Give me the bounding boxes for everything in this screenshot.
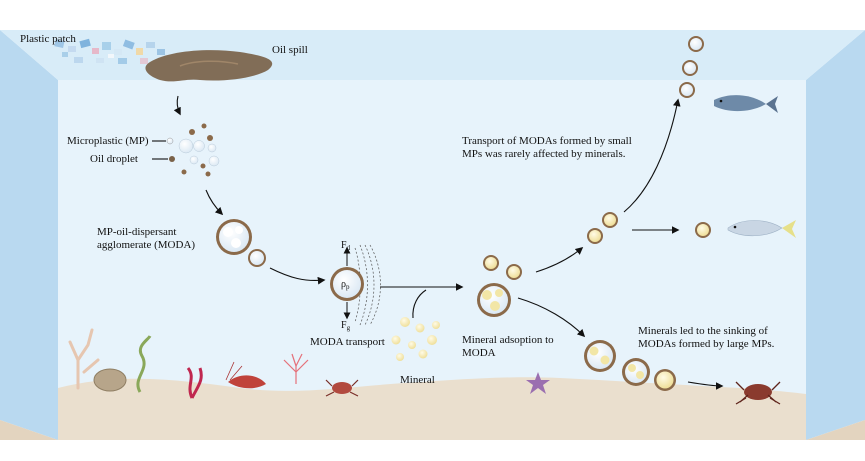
mineral-particles [391,317,440,361]
moda-transport-particle: Fd ρp Fg [330,240,381,332]
tank-right-wall [806,30,865,440]
label-microplastic: Microplastic (MP) [67,135,149,147]
label-adsorption-line1: Mineral adsoption to [462,334,554,346]
label-moda-transport: MODA transport [310,336,385,348]
moda-with-minerals-small [483,255,522,280]
shrimp [225,361,266,389]
seaweed-red [186,367,203,399]
plastic-patch [54,38,165,64]
sinking-modas [584,340,676,391]
sediment-floor [58,377,806,440]
arrow-mp-to-moda [205,189,224,216]
tank-back-wall [58,80,806,440]
water-surface [0,30,865,80]
arrow-surface-to-mp [173,95,181,116]
moda-small [248,249,266,267]
label-small-mp-line2: MPs was rarely affected by minerals. [462,148,626,160]
arrow-to-small-mp [535,247,584,273]
label-large-mp-line2: MODAs formed by large MPs. [638,338,775,350]
fish-middle [727,220,796,238]
label-moda-line2: agglomerate (MODA) [97,239,196,251]
mp-marker [166,137,174,145]
process-arrows [152,95,724,390]
arrow-to-crab [687,381,724,390]
oil-droplet-marker [169,156,175,162]
arrow-moda-to-transport [269,267,326,285]
rising-modas [587,36,711,244]
moda-with-minerals-large [477,283,511,317]
crab-right [735,381,781,405]
crab-left [325,379,359,397]
label-mineral: Mineral [400,374,435,386]
starfish [526,372,550,394]
force-gravity-label: Fg [341,320,351,332]
mp-oil-particles [166,123,220,177]
arrow-to-sinking [517,297,586,338]
label-oil-droplet: Oil droplet [90,153,138,165]
tank-left-wall [0,30,58,440]
sea-fan [283,353,309,384]
coral-brain [93,368,127,392]
label-adsorption-line2: MODA [462,347,496,359]
label-large-mp-line1: Minerals led to the sinking of [638,325,768,337]
oil-spill [145,50,273,82]
seabed-life [68,328,781,405]
arrow-mineral-up [412,289,427,319]
label-oil-spill: Oil spill [272,44,308,56]
coral-branch [68,328,100,390]
force-drag-label: Fd [341,240,351,252]
seaweed-green [136,335,152,393]
density-label: ρp [341,279,350,291]
fish-top [714,95,778,113]
label-moda-line1: MP-oil-dispersant [97,226,177,238]
label-small-mp-line1: Transport of MODAs formed by small [462,135,632,147]
moda-large [216,219,252,255]
label-plastic-patch: Plastic patch [20,33,76,45]
arrow-rise [623,98,681,213]
